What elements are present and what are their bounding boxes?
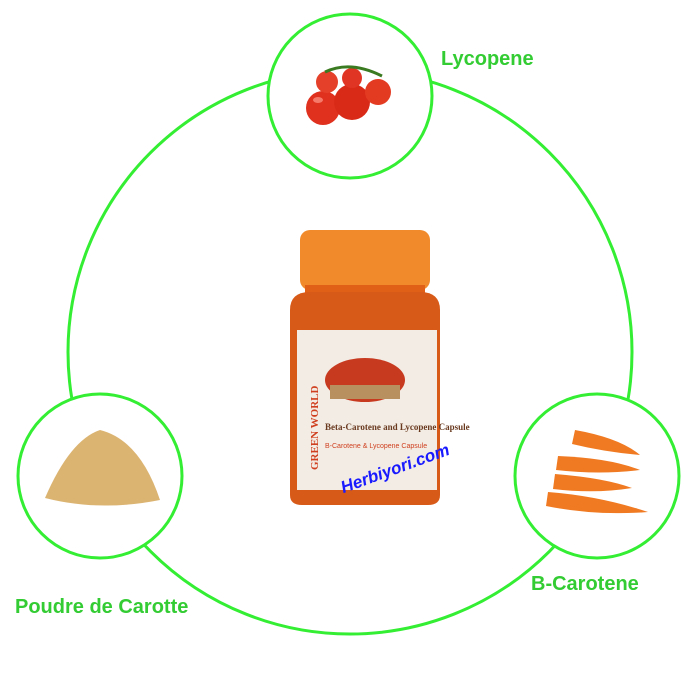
product-brand: GREEN WORLD — [309, 385, 321, 470]
product-subtitle: B-Carotene & Lycopene Capsule — [325, 443, 427, 450]
product-bottle — [290, 230, 440, 505]
powder-node — [16, 392, 184, 560]
label-poudre-de-carotte: Poudre de Carotte — [15, 596, 189, 618]
tomato-image — [306, 65, 391, 125]
label-b-carotene: B-Carotene — [531, 573, 639, 595]
label-lycopene: Lycopene — [441, 48, 534, 70]
product-title: Beta-Carotene and Lycopene Capsule — [325, 422, 470, 432]
lycopene-node — [266, 12, 434, 180]
carotene-node — [513, 392, 681, 560]
carrot-image — [546, 430, 648, 514]
powder-image — [45, 430, 160, 506]
